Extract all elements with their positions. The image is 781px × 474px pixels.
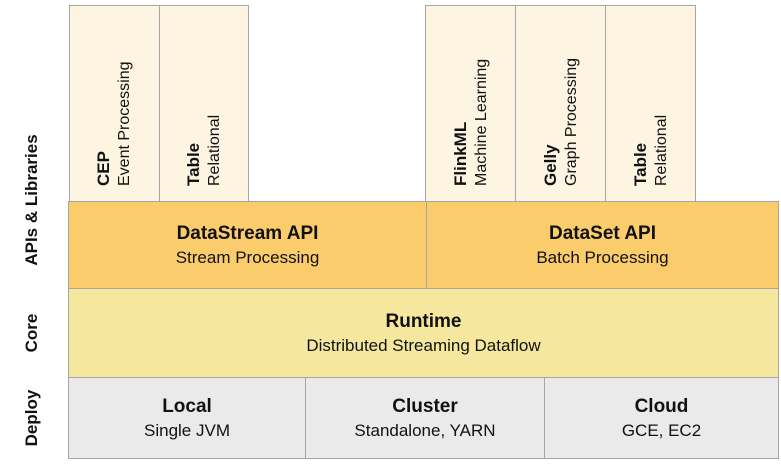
library-group-stream: CEP Event Processing Table Relational — [69, 5, 249, 202]
library-subtitle: Graph Processing — [562, 57, 580, 186]
library-group-batch: FlinkML Machine Learning Gelly Graph Pro… — [425, 5, 696, 202]
library-title: Table — [183, 142, 203, 186]
runtime-cell: Runtime Distributed Streaming Dataflow — [69, 289, 778, 377]
dataset-api-cell: DataSet API Batch Processing — [426, 202, 778, 288]
side-label-deploy: Deploy — [22, 389, 41, 447]
deploy-cloud-cell: Cloud GCE, EC2 — [544, 378, 778, 458]
runtime-subtitle: Distributed Streaming Dataflow — [306, 336, 541, 355]
deploy-cloud-title: Cloud — [634, 396, 689, 417]
library-box-cep: CEP Event Processing — [70, 6, 159, 201]
library-box-table-stream: Table Relational — [158, 6, 249, 201]
library-subtitle: Event Processing — [115, 60, 133, 186]
library-box-gelly: Gelly Graph Processing — [515, 6, 605, 201]
library-box-flinkml: FlinkML Machine Learning — [426, 6, 515, 201]
library-box-table-batch: Table Relational — [605, 6, 695, 201]
library-box-cep-label: CEP Event Processing — [71, 7, 157, 201]
library-title: Table — [630, 142, 650, 186]
api-layer-band: DataStream API Stream Processing DataSet… — [68, 201, 779, 289]
deploy-cloud-subtitle: GCE, EC2 — [621, 421, 702, 440]
library-box-gelly-label: Gelly Graph Processing — [518, 7, 604, 201]
deploy-cluster-subtitle: Standalone, YARN — [354, 421, 496, 440]
dataset-api-title: DataSet API — [549, 223, 656, 244]
datastream-api-title: DataStream API — [176, 223, 319, 244]
library-subtitle: Machine Learning — [472, 58, 490, 186]
library-title: FlinkML — [450, 121, 470, 186]
deploy-cluster-cell: Cluster Standalone, YARN — [305, 378, 544, 458]
datastream-api-subtitle: Stream Processing — [175, 248, 320, 267]
library-box-table-stream-label: Table Relational — [161, 7, 247, 201]
deploy-local-subtitle: Single JVM — [144, 421, 230, 440]
core-layer-band: Runtime Distributed Streaming Dataflow — [68, 288, 779, 378]
deploy-cluster-title: Cluster — [392, 396, 458, 417]
library-title: CEP — [94, 150, 114, 186]
library-box-flinkml-label: FlinkML Machine Learning — [428, 7, 514, 201]
deploy-local-title: Local — [162, 396, 212, 417]
datastream-api-cell: DataStream API Stream Processing — [69, 202, 426, 288]
library-box-table-batch-label: Table Relational — [608, 7, 694, 201]
library-subtitle: Relational — [205, 114, 223, 186]
dataset-api-subtitle: Batch Processing — [536, 248, 669, 267]
runtime-title: Runtime — [385, 311, 462, 332]
library-subtitle: Relational — [652, 114, 670, 186]
deploy-layer-band: Local Single JVM Cluster Standalone, YAR… — [68, 377, 779, 459]
deploy-local-cell: Local Single JVM — [69, 378, 305, 458]
library-title: Gelly — [540, 143, 560, 186]
